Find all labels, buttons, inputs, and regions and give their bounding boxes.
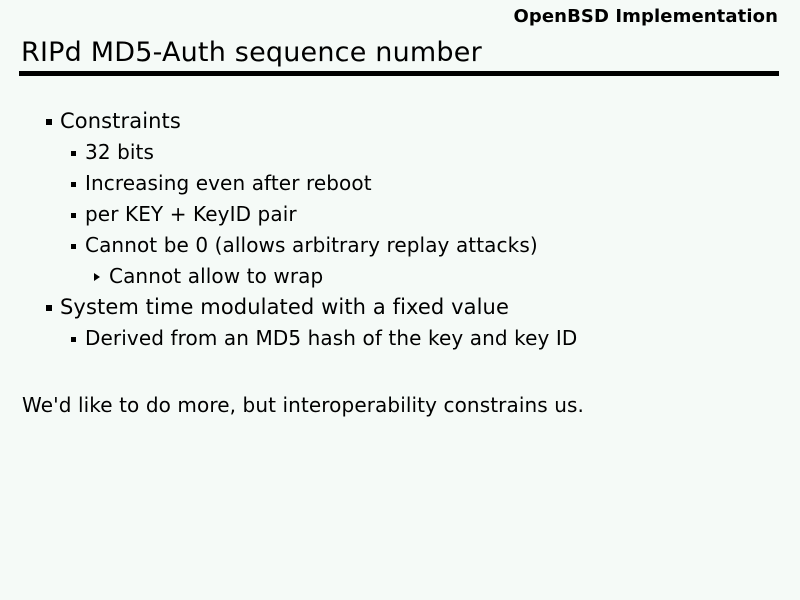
list-item: Cannot allow to wrap: [0, 261, 800, 292]
list-item: 32 bits: [0, 137, 800, 168]
list-item: Derived from an MD5 hash of the key and …: [0, 323, 800, 354]
slide-header-label: OpenBSD Implementation: [513, 6, 778, 27]
list-item-label: Derived from an MD5 hash of the key and …: [85, 326, 578, 350]
small-square-bullet-icon: [71, 199, 85, 230]
list-item-label: System time modulated with a fixed value: [60, 295, 509, 319]
small-square-bullet-icon: [71, 230, 85, 261]
list-item: Increasing even after reboot: [0, 168, 800, 199]
page-title: RIPd MD5-Auth sequence number: [21, 37, 482, 68]
square-bullet-icon: [46, 292, 60, 323]
list-item-label: 32 bits: [85, 140, 155, 164]
list-item: Constraints: [0, 106, 800, 137]
title-divider: [19, 71, 779, 76]
list-item-label: Cannot allow to wrap: [109, 264, 324, 288]
list-item-label: Cannot be 0 (allows arbitrary replay att…: [85, 233, 538, 257]
small-square-bullet-icon: [71, 137, 85, 168]
small-square-bullet-icon: [71, 168, 85, 199]
list-item: System time modulated with a fixed value: [0, 292, 800, 323]
square-bullet-icon: [46, 106, 60, 137]
list-item-label: Constraints: [60, 109, 181, 133]
closing-note: We'd like to do more, but interoperabili…: [22, 393, 585, 417]
list-item: Cannot be 0 (allows arbitrary replay att…: [0, 230, 800, 261]
list-item: per KEY + KeyID pair: [0, 199, 800, 230]
list-item-label: Increasing even after reboot: [85, 171, 372, 195]
small-square-bullet-icon: [71, 323, 85, 354]
list-item-label: per KEY + KeyID pair: [85, 202, 297, 226]
triangle-bullet-icon: [94, 261, 109, 292]
